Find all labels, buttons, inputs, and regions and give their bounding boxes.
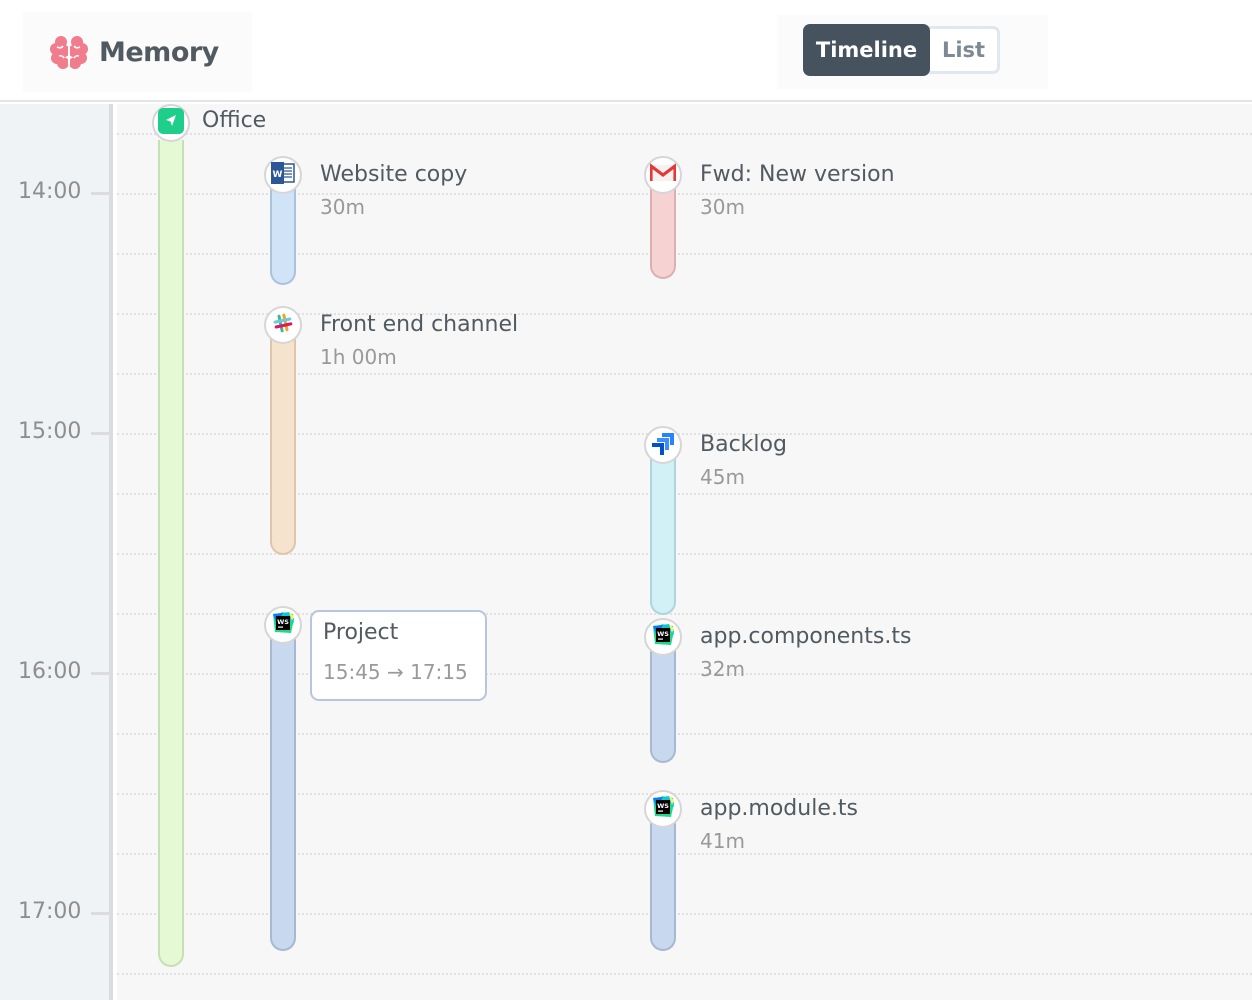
webstorm-icon: WS bbox=[651, 795, 675, 823]
view-toggle: Timeline List bbox=[803, 24, 1000, 76]
slack-icon bbox=[271, 311, 295, 339]
svg-text:WS: WS bbox=[277, 618, 289, 626]
event-icon-fwd-new-version[interactable] bbox=[644, 156, 682, 194]
event-duration-app-components: 32m bbox=[700, 657, 745, 681]
tooltip-title: Project bbox=[323, 620, 399, 645]
event-bar-front-end-channel[interactable] bbox=[270, 335, 296, 555]
event-bar-app-module[interactable] bbox=[650, 819, 676, 951]
svg-text:WS: WS bbox=[657, 802, 669, 810]
app-name: Memory bbox=[99, 36, 219, 68]
event-bar-app-components[interactable] bbox=[650, 647, 676, 763]
gmail-icon bbox=[649, 162, 677, 187]
event-icon-app-components[interactable]: WS bbox=[644, 618, 682, 656]
tab-timeline[interactable]: Timeline bbox=[803, 24, 930, 76]
event-title-office: Office bbox=[202, 108, 267, 133]
event-icon-website-copy[interactable]: W bbox=[264, 156, 302, 194]
jira-icon bbox=[650, 431, 676, 459]
hour-label: 14:00 bbox=[18, 179, 82, 204]
tooltip-time-range: 15:45 → 17:15 bbox=[323, 660, 468, 684]
event-bar-office[interactable] bbox=[158, 140, 184, 967]
tab-list[interactable]: List bbox=[924, 26, 1000, 74]
hour-tick bbox=[91, 192, 113, 195]
svg-text:WS: WS bbox=[657, 630, 669, 638]
hour-tick bbox=[91, 912, 113, 915]
gridline bbox=[117, 133, 1252, 135]
event-title-website-copy: Website copy bbox=[320, 162, 468, 187]
gridline bbox=[117, 973, 1252, 975]
event-bar-website-copy[interactable] bbox=[270, 185, 296, 285]
hour-tick bbox=[91, 432, 113, 435]
view-toggle-container: Timeline List bbox=[778, 15, 1048, 89]
location-arrow-icon bbox=[157, 107, 185, 139]
event-icon-front-end-channel[interactable] bbox=[264, 306, 302, 344]
brand: Memory bbox=[23, 12, 252, 92]
event-title-fwd-new-version: Fwd: New version bbox=[700, 162, 895, 187]
event-bar-project[interactable] bbox=[270, 635, 296, 951]
gridline bbox=[117, 853, 1252, 855]
event-title-app-module: app.module.ts bbox=[700, 796, 858, 821]
event-title-front-end-channel: Front end channel bbox=[320, 312, 519, 337]
gridline bbox=[117, 673, 1252, 675]
hour-label: 16:00 bbox=[18, 659, 82, 684]
hour-label: 15:00 bbox=[18, 419, 82, 444]
app-header: Memory Timeline List bbox=[0, 0, 1252, 102]
gridline bbox=[117, 613, 1252, 615]
brain-icon bbox=[49, 34, 89, 70]
event-duration-front-end-channel: 1h 00m bbox=[320, 345, 397, 369]
event-icon-office[interactable] bbox=[152, 104, 190, 142]
event-duration-website-copy: 30m bbox=[320, 195, 365, 219]
gridline bbox=[117, 793, 1252, 795]
gridline bbox=[117, 913, 1252, 915]
gridline bbox=[117, 733, 1252, 735]
gridline bbox=[117, 193, 1252, 195]
hour-tick bbox=[91, 672, 113, 675]
svg-text:W: W bbox=[273, 170, 283, 180]
gridline bbox=[117, 493, 1252, 495]
hour-label: 17:00 bbox=[18, 899, 82, 924]
event-duration-backlog: 45m bbox=[700, 465, 745, 489]
event-tooltip: Project 15:45 → 17:15 bbox=[310, 610, 487, 701]
webstorm-icon: WS bbox=[271, 611, 295, 639]
word-icon: W bbox=[270, 161, 296, 189]
event-duration-app-module: 41m bbox=[700, 829, 745, 853]
event-title-backlog: Backlog bbox=[700, 432, 787, 457]
event-icon-app-module[interactable]: WS bbox=[644, 790, 682, 828]
event-bar-fwd-new-version[interactable] bbox=[650, 185, 676, 279]
event-icon-backlog[interactable] bbox=[644, 426, 682, 464]
event-duration-fwd-new-version: 30m bbox=[700, 195, 745, 219]
event-bar-backlog[interactable] bbox=[650, 455, 676, 615]
event-icon-project[interactable]: WS bbox=[264, 606, 302, 644]
event-title-app-components: app.components.ts bbox=[700, 624, 912, 649]
webstorm-icon: WS bbox=[651, 623, 675, 651]
gridline bbox=[117, 313, 1252, 315]
time-gutter bbox=[0, 104, 113, 1000]
gridline bbox=[117, 373, 1252, 375]
gridline bbox=[117, 253, 1252, 255]
gridline bbox=[117, 433, 1252, 435]
gridline bbox=[117, 553, 1252, 555]
